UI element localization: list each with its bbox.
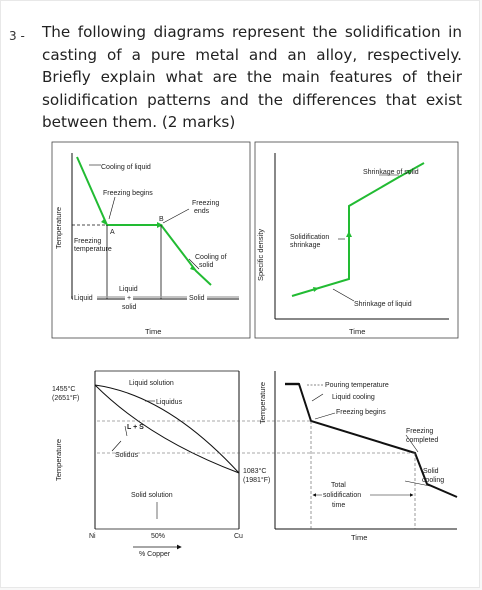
panel-d-total-2: solidification — [323, 492, 361, 499]
panel-a-cooling-solid-label-2: solid — [199, 262, 214, 269]
panel-b-specific-density: Specific density Time Shrinkage of solid… — [254, 141, 459, 339]
panel-c-phase-diagram: Temperature 1455°C (2651°F) 1083°C (1981… — [52, 370, 270, 558]
panel-a-freezing-temp-label-2: temperature — [74, 246, 112, 253]
panel-a-solid-region: Solid — [189, 295, 205, 302]
question-number: 3 - — [9, 29, 25, 43]
panel-d-liquid-cooling-label: Liquid cooling — [332, 394, 375, 401]
panel-a-cooling-curve — [76, 156, 212, 286]
panel-d-freezing-completed-1: Freezing — [406, 428, 433, 435]
panel-a-frame — [51, 141, 251, 339]
panel-c-x-ni: Ni — [89, 533, 96, 540]
panel-d-solid-cooling-2: cooling — [422, 477, 444, 484]
panel-b-ylabel: Specific density — [256, 229, 265, 281]
panel-b-shrink-liquid-label: Shrinkage of liquid — [354, 301, 412, 308]
panel-b-solidification-label-1: Solidification — [290, 234, 329, 241]
panel-d-pouring-label: Pouring temperature — [325, 382, 389, 389]
panel-a-xlabel: Time — [145, 327, 161, 336]
panel-a-pure-metal-cooling: Temperature Time — [51, 141, 251, 339]
panel-c-xlabel: % Copper — [139, 551, 171, 558]
panel-c-ylabel: Temperature — [54, 439, 63, 481]
panel-b-shrink-solid-label: Shrinkage of solid — [363, 169, 419, 176]
panel-d-alloy-cooling: Temperature Pouring temperature Liquid c… — [97, 371, 458, 542]
panel-d-solid-cooling-1: Solid — [423, 468, 439, 475]
panel-b-density-curve — [291, 162, 425, 297]
solidification-figure: Temperature Time — [49, 139, 461, 577]
panel-c-temp-right-1: 1083°C — [243, 467, 266, 475]
panel-a-freezing-temp-label-1: Freezing — [74, 238, 101, 245]
panel-c-solidus-label: Solidus — [115, 452, 138, 459]
panel-c-temp-top-1: 1455°C — [52, 385, 75, 393]
panel-d-freezing-completed-2: completed — [406, 437, 438, 444]
panel-d-freezing-begins-label: Freezing begins — [336, 409, 386, 416]
panel-c-l-plus-s: L + S — [127, 424, 144, 431]
panel-a-ylabel: Temperature — [54, 207, 63, 249]
panel-a-liquid-region: Liquid — [74, 295, 93, 302]
panel-d-total-3: time — [332, 502, 345, 509]
panel-d-total-1: Total — [331, 482, 346, 489]
panel-a-solid-mid: solid — [122, 304, 137, 311]
panel-a-point-b: B — [159, 216, 164, 223]
panel-c-temp-right-2: (1981°F) — [243, 476, 270, 484]
panel-d-xlabel: Time — [351, 533, 367, 542]
panel-d-ylabel: Temperature — [258, 382, 267, 424]
panel-a-plus: + — [127, 295, 131, 302]
question-text: The following diagrams represent the sol… — [42, 23, 462, 131]
panel-c-liquidus-line — [94, 384, 240, 474]
panel-a-freezing-ends-label-2: ends — [194, 208, 210, 215]
panel-b-xlabel: Time — [349, 327, 365, 336]
figure-svg: Temperature Time — [51, 141, 459, 558]
panel-c-x-cu: Cu — [234, 533, 243, 540]
panel-c-liquid-solution: Liquid solution — [129, 380, 174, 387]
panel-b-solidification-label-2: shrinkage — [290, 242, 320, 249]
panel-c-solidus-line — [94, 384, 240, 474]
panel-a-freezing-ends-label-1: Freezing — [192, 200, 219, 207]
panel-b-frame — [254, 141, 459, 339]
panel-a-cooling-solid-label-1: Cooling of — [195, 254, 227, 261]
panel-c-temp-top-2: (2651°F) — [52, 394, 79, 402]
panel-a-point-a: A — [110, 229, 115, 236]
panel-a-cooling-liquid-label: Cooling of liquid — [101, 164, 151, 171]
panel-c-solid-solution: Solid solution — [131, 492, 173, 499]
panel-a-freezing-begins-label: Freezing begins — [103, 190, 153, 197]
panel-c-liquidus-label: Liquidus — [156, 399, 183, 406]
panel-a-liquid-mid: Liquid — [119, 286, 138, 293]
panel-c-x-50: 50% — [151, 533, 165, 540]
